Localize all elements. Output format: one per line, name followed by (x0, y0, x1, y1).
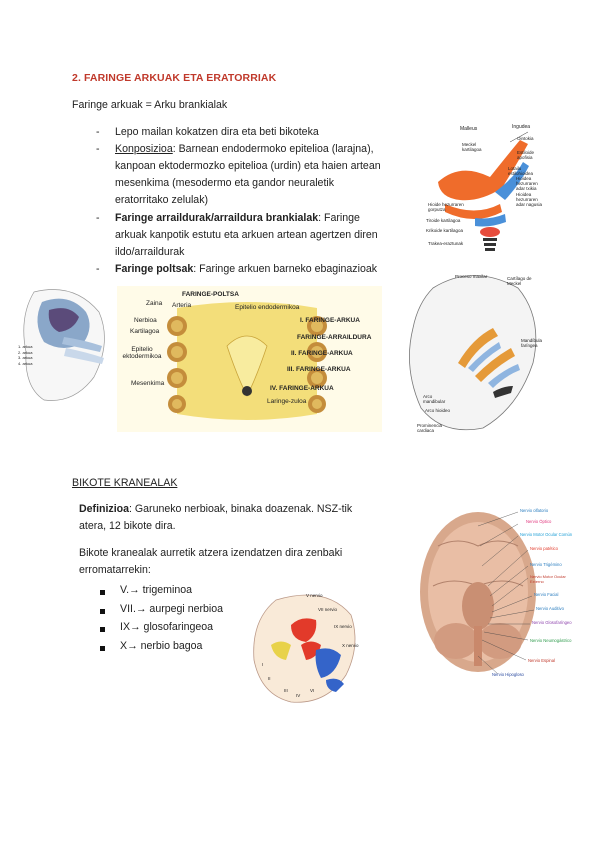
square-bullet (100, 627, 105, 632)
label-trakea: Trakea-eraztunak (428, 241, 464, 246)
embryo-arches-figure: 1. arkua 2. arkua 3. arkua 4. arkua (14, 282, 114, 407)
label-x-nervio: X nervio (342, 643, 359, 648)
label-trigemino: Nervio Trigémino (530, 562, 562, 567)
brain-cranial-nerves-figure: Nervio olfatorio Nervio Óptico Nervio Mo… (418, 506, 582, 686)
label-olfatorio: Nervio olfatorio (520, 508, 549, 513)
label-hioide-nagusia: Hioidea hezurraren adar nagusia (516, 192, 543, 207)
label-arch-4: IV. FARINGE-ARKUA (270, 385, 334, 392)
label-ingudea: Ingudea (512, 124, 531, 130)
label-hioide-txikia: Hioidea hezurraren adar txikia (516, 176, 538, 191)
label-laringe-zuloa: Laringe-zuloa (267, 398, 307, 405)
nerve-item: VII.→ aurpegi nerbioa (120, 603, 224, 615)
label-arch-2: II. FARINGE-ARKUA (291, 350, 353, 357)
cranial-nerve-embryo-figure: V nervio VII nervio IX nervio X nervio I… (246, 590, 366, 710)
label-patetico: Nervio patético (530, 546, 558, 551)
label-iv: IV (296, 693, 301, 698)
label-mandibula: Mandíbula faríngea (521, 338, 543, 348)
label-vii-nervio: VII nervio (318, 607, 338, 612)
label-arch-1: I. FARINGE-ARKUA (300, 317, 360, 324)
label-glosofaringeo: Nervio Glosofaríngeo (532, 620, 572, 625)
ordering-text: Bikote kranealak aurretik atzera izendat… (79, 547, 343, 576)
label-lotailu: Lotailu estilohioidea (508, 166, 534, 176)
label-zaina: Zaina (146, 300, 163, 307)
term-konposizioa: Konposizioa (115, 143, 173, 155)
label-ix-nervio: IX nervio (334, 624, 352, 629)
embryo-head-figure: Proceso maxilar Cartílago de Meckel Mand… (403, 268, 543, 436)
label-v-nervio: V nervio (306, 593, 323, 598)
label-epitelio-ekto: Epitelio ektodermikoa (122, 346, 162, 360)
square-bullet (100, 646, 105, 651)
label-motor-ocular-comun: Nervio Motor Ocular Común (520, 532, 573, 537)
term-definizioa: Definizioa (79, 503, 130, 515)
arch-labels: 1. arkua 2. arkua 3. arkua 4. arkua (18, 344, 33, 366)
label-espinal: Nervio Espinal (528, 658, 555, 663)
bullet-2: Konposizioa: Barnean endodermoko epiteli… (115, 143, 381, 206)
label-epitelio-endo: Epitelio endodermikoa (235, 304, 300, 311)
dash-bullet: - (96, 126, 100, 138)
term-arraildurak: Faringe arraildurak/arraildura brankiala… (115, 212, 319, 224)
label-ointokia: Ointokia (517, 136, 534, 141)
label-arco-hioideo: Arco hioideo (425, 408, 451, 413)
label-auditivo: Nervio Auditivo (536, 606, 564, 611)
square-bullet (100, 590, 105, 595)
pharyngeal-arches-diagram: FARINGE-POLTSA Zaina Arteria Epitelio en… (117, 286, 382, 432)
label-hioide-gorputza: Hioide hezurraren gorputza (428, 202, 464, 212)
label-hipogloso: Nervio Hipogloso (492, 672, 524, 677)
definition-text: Definizioa: Garuneko nerbioak, binaka do… (79, 503, 353, 532)
label-vi: VI (310, 688, 315, 693)
intro-text: Faringe arkuak = Arku brankialak (72, 99, 228, 111)
label-i: I (262, 662, 264, 667)
bullet-4: Faringe poltsak: Faringe arkuen barneko … (115, 263, 378, 275)
nerve-item: IX→ glosofaringeoa (120, 621, 214, 633)
label-proceso-maxilar: Proceso maxilar (455, 274, 488, 279)
label-ii: II (268, 676, 271, 681)
label-kartilagoa: Kartilagoa (130, 328, 160, 335)
label-tiroide: Tiroide kartilagoa (426, 218, 461, 223)
label-krikoide: Krikoide kartilagoa (426, 228, 464, 233)
label-arraildura: FARINGE-ARRAILDURA (297, 334, 372, 341)
bullet-3: Faringe arraildurak/arraildura brankiala… (115, 212, 378, 258)
section-heading: 2. FARINGE ARKUAK ETA ERATORRIAK (72, 72, 277, 84)
arch-cartilage-figure: Malleus Ingudea Meckel kartilagoa Ointok… (420, 122, 545, 262)
dash-bullet: - (96, 263, 100, 275)
label-facial: Nervio Facial (534, 592, 559, 597)
square-bullet (100, 609, 105, 614)
dash-bullet: - (96, 143, 100, 155)
bullet-1: Lepo mailan kokatzen dira eta beti bikot… (115, 126, 319, 138)
label-neumogastrico: Nervio Neumogástrico (530, 638, 572, 643)
section-heading-bikote: BIKOTE KRANEALAK (72, 477, 178, 489)
label-faringe-poltsa: FARINGE-POLTSA (182, 291, 239, 298)
label-arco-mandibular: Arco mandibular (423, 394, 446, 404)
label-mesenkima: Mesenkima (131, 380, 165, 387)
dash-bullet: - (96, 212, 100, 224)
label-arch-3: III. FARINGE-ARKUA (287, 366, 351, 373)
nerve-item: V.→ trigeminoa (120, 584, 193, 596)
term-poltsak: Faringe poltsak (115, 263, 194, 275)
label-nerbioa: Nerbioa (134, 317, 157, 324)
label-cartilago-meckel: Cartílago de Meckel (507, 276, 532, 286)
nerve-item: X→ nerbio bagoa (120, 640, 203, 652)
label-prominencia: Prominencia cardiaca (417, 423, 443, 433)
label-optico: Nervio Óptico (526, 519, 552, 524)
label-malleus: Malleus (460, 126, 478, 132)
label-motor-ocular-externo: Nervio Motor Ocular Externo (530, 574, 566, 584)
label-arteria: Arteria (172, 302, 192, 309)
label-estiloide: Estiloide apofisia (517, 150, 535, 160)
label-meckel: Meckel kartilagoa (462, 142, 482, 152)
label-iii: III (284, 688, 288, 693)
